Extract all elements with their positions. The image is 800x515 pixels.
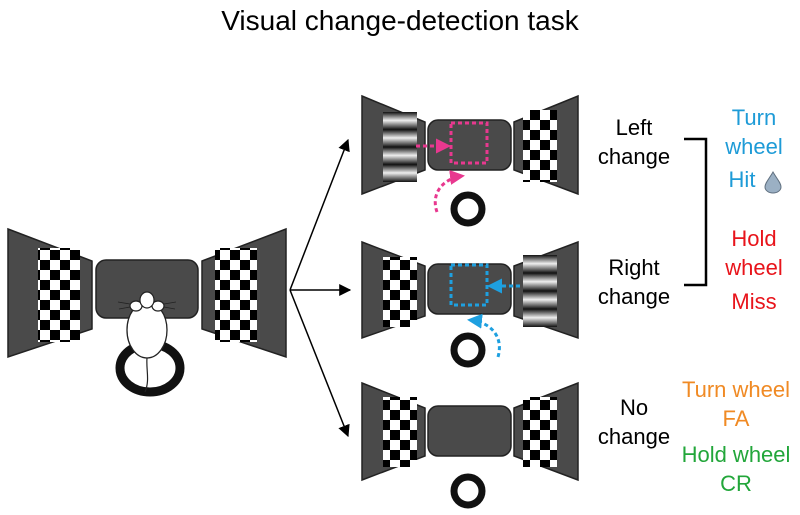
- fa-label: FA: [722, 406, 750, 431]
- condition-label-right-change-line1: Right: [608, 255, 660, 280]
- turn-wheel-label-line1: Turn: [731, 105, 777, 130]
- wheel-icon: [450, 473, 486, 509]
- condition-label-no-change-line2: change: [597, 424, 671, 449]
- left-change-setup: [361, 94, 579, 227]
- water-drop-icon: [764, 170, 782, 194]
- right-checkerboard: [523, 110, 557, 182]
- hold-wheel-label-line2: wheel: [725, 255, 783, 280]
- condition-label-left-change-line1: Left: [615, 115, 653, 140]
- grating-stimulus: [523, 255, 557, 327]
- hit-label: Hit: [728, 167, 756, 192]
- outcome-bracket: [684, 137, 708, 287]
- cr-action-label: Hold wheel: [681, 442, 791, 467]
- right-checkerboard: [523, 397, 557, 467]
- wheel-icon: [450, 332, 486, 368]
- mouse-icon: [117, 291, 177, 393]
- left-checkerboard: [383, 257, 417, 327]
- right-change-setup: [361, 240, 579, 368]
- wheel-icon: [450, 191, 486, 227]
- turn-wheel-label-line2: wheel: [725, 134, 783, 159]
- miss-label: Miss: [731, 289, 777, 314]
- no-change-setup: [361, 381, 579, 509]
- left-checkerboard: [38, 248, 80, 342]
- page-title: Visual change-detection task: [221, 5, 579, 36]
- condition-label-left-change-line2: change: [597, 144, 671, 169]
- hold-wheel-label-line1: Hold: [731, 226, 777, 251]
- right-checkerboard: [215, 248, 257, 342]
- cr-label: CR: [720, 471, 752, 496]
- branch-arrows: [289, 138, 352, 438]
- fa-action-label: Turn wheel: [681, 377, 790, 402]
- condition-label-right-change-line2: change: [597, 284, 671, 309]
- condition-label-no-change-line1: No: [619, 395, 649, 420]
- left-checkerboard: [383, 397, 417, 467]
- grating-stimulus: [383, 112, 417, 182]
- left-change-target-box: [449, 121, 489, 165]
- initial-setup: [7, 227, 287, 397]
